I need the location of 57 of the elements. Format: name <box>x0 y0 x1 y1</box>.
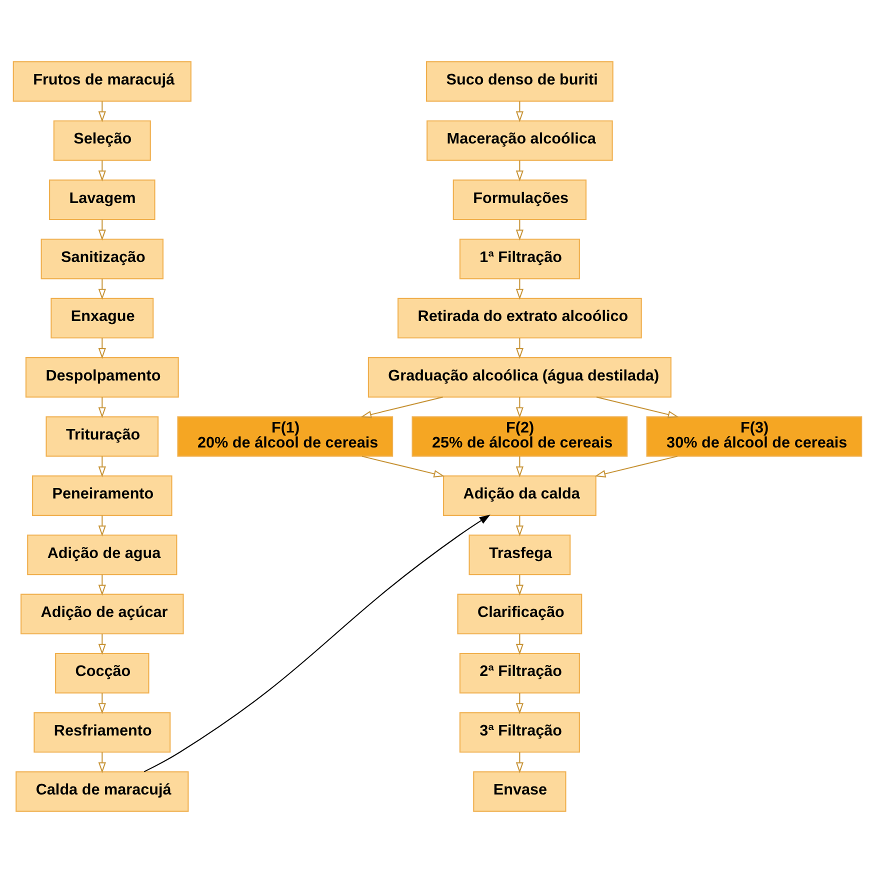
arrow <box>515 397 524 418</box>
node-box: Frutos de maracujá <box>12 61 191 102</box>
node-box: Trasfega <box>468 534 570 576</box>
arrow <box>98 338 106 359</box>
node-box: Adição de agua <box>26 534 177 576</box>
arrow <box>98 574 106 596</box>
node-box: Resfriamento <box>33 712 170 753</box>
arrow <box>98 220 106 241</box>
arrow <box>515 220 524 241</box>
arrow <box>515 101 524 122</box>
node-box: Cocção <box>54 652 149 694</box>
arrow <box>98 278 106 300</box>
arrow <box>515 692 524 714</box>
arrow <box>98 456 106 478</box>
arrow <box>98 397 106 418</box>
arrow <box>515 752 524 774</box>
arrow <box>515 574 524 596</box>
arrow <box>361 456 444 478</box>
node-box: Lavagem <box>48 180 155 220</box>
arrow <box>515 456 524 478</box>
node-box: Trituração <box>45 416 158 457</box>
node-box: Clarificação <box>456 594 582 634</box>
node-box: F(3) 30% de álcool de cereais <box>646 416 862 457</box>
node-box: Suco denso de buriti <box>426 61 613 102</box>
arrow <box>515 160 524 182</box>
arrow <box>98 101 106 122</box>
arrow <box>596 396 678 418</box>
arrow <box>515 515 524 537</box>
arrow <box>360 396 443 418</box>
node-box: 2ª Filtração <box>458 652 580 694</box>
node-box: Maceração alcoólica <box>426 120 612 161</box>
node-box: Formulações <box>452 180 586 220</box>
arrow <box>98 752 106 774</box>
node-box: Adição de açúcar <box>20 594 184 634</box>
arrow <box>98 692 106 714</box>
node-box: Seleção <box>52 120 150 161</box>
node-box: Retirada do extrato alcoólico <box>397 298 642 338</box>
node-box: Adição da calda <box>442 475 596 516</box>
arrow <box>515 278 524 300</box>
arrow <box>594 456 678 478</box>
node-box: Enxague <box>50 298 154 338</box>
arrow <box>98 515 106 537</box>
node-box: Calda de maracujá <box>15 771 188 812</box>
node-box: Peneiramento <box>32 475 172 516</box>
arrow <box>98 634 106 655</box>
node-box: 1ª Filtração <box>458 238 580 280</box>
node-box: F(2) 25% de álcool de cereais <box>411 416 628 457</box>
arrow <box>515 634 524 655</box>
node-box: Sanitização <box>40 238 164 280</box>
node-box: Graduação alcoólica (água destilada) <box>367 357 671 398</box>
node-box: Despolpamento <box>24 357 178 398</box>
node-box: Envase <box>472 771 566 812</box>
arrow <box>515 338 524 359</box>
node-box: F(1) 20% de álcool de cereais <box>176 416 393 457</box>
arrow <box>143 514 490 772</box>
arrow <box>98 160 106 182</box>
node-box: 3ª Filtração <box>458 712 580 753</box>
